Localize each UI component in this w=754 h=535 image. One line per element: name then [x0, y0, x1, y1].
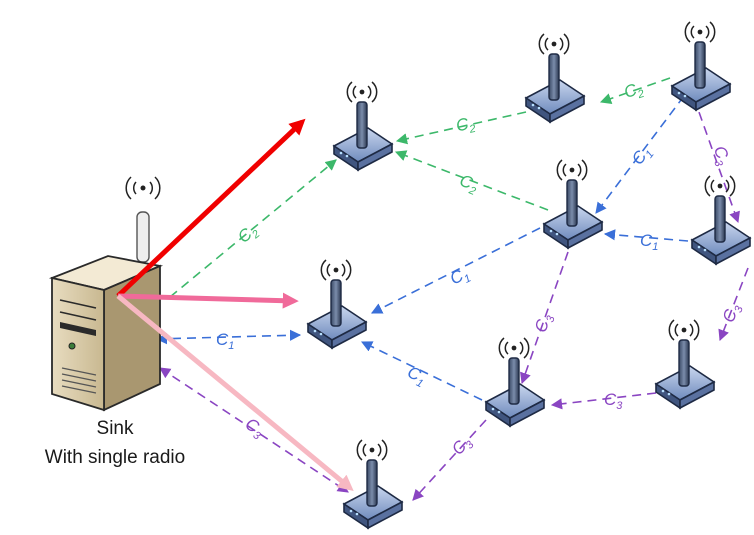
- channel-labels: C2 C2 C2 C2 C1 C1 C1 C1 C1 C3 C3 C3 C3 C…: [216, 78, 746, 459]
- label-c3: C3: [719, 300, 746, 326]
- label-c2: C2: [456, 171, 481, 198]
- label-c2: C2: [454, 113, 477, 138]
- link-c3-node-low-to-node-bottom: [412, 419, 487, 501]
- link-c1-node-mid-to-node-center: [371, 227, 541, 314]
- label-c3: C3: [604, 390, 623, 412]
- link-c3-node-right-mid-to-node-right-low: [718, 267, 749, 342]
- sink-caption-subtitle: With single radio: [44, 447, 186, 468]
- label-c1: C1: [403, 362, 429, 390]
- arrow-light-pink: [116, 294, 354, 492]
- wireless-router-icon: [343, 439, 403, 529]
- nodes: [307, 21, 751, 529]
- wireless-router-icon: [333, 81, 393, 171]
- arrow-red: [116, 118, 306, 298]
- link-c2-sink-to-node-top: [169, 159, 337, 298]
- wireless-router-icon: [671, 21, 731, 111]
- label-c1: C1: [447, 263, 473, 291]
- links-c2: [169, 77, 671, 298]
- sink-caption-title: Sink: [96, 418, 134, 439]
- links-c1: [155, 95, 689, 401]
- label-c1: C1: [640, 231, 658, 253]
- label-c1: C1: [216, 330, 234, 352]
- link-c3-sink-node-bottom: [159, 367, 349, 493]
- link-c1-sink-node-center: [155, 329, 302, 345]
- wireless-router-icon: [307, 259, 367, 349]
- wireless-router-icon: [525, 33, 585, 123]
- label-c3: C3: [531, 310, 558, 335]
- link-c2-node-upper-to-node-top: [395, 111, 527, 145]
- link-c1-node-low-to-node-center: [360, 341, 483, 401]
- links-c3: [159, 97, 749, 501]
- link-c3-node-right-top-to-node-right-mid: [693, 97, 740, 224]
- label-c2: C2: [622, 78, 646, 105]
- link-c2-node-right-top-to-node-upper: [599, 77, 671, 104]
- label-c1: C1: [628, 142, 657, 170]
- link-c1-node-right-top-to-node-mid: [595, 95, 685, 214]
- link-c3-node-mid-to-node-low: [520, 251, 569, 385]
- server-tower-icon: [48, 176, 164, 412]
- wireless-router-icon: [691, 175, 751, 265]
- link-c3-node-right-low-to-node-low: [550, 392, 657, 410]
- sink-arrows: [116, 118, 354, 492]
- wireless-router-icon: [485, 337, 545, 427]
- wireless-router-icon: [655, 319, 715, 409]
- arrow-pink: [117, 292, 299, 309]
- wireless-router-icon: [543, 159, 603, 249]
- link-c2-node-mid-to-node-top: [394, 150, 549, 211]
